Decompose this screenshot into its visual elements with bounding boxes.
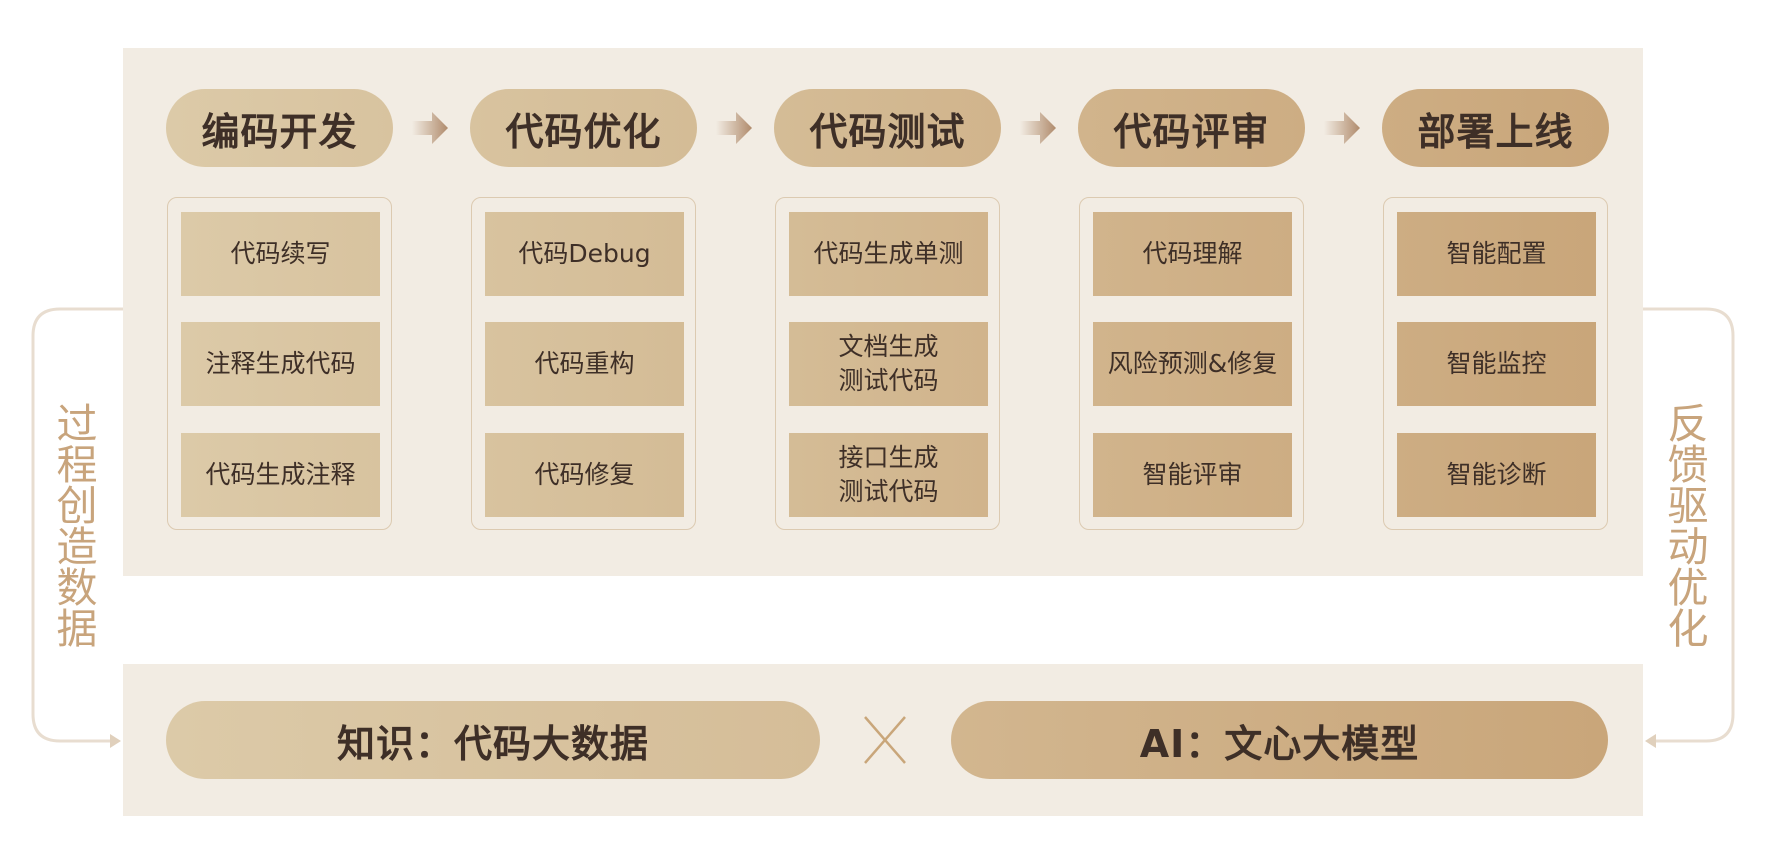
stage-item: 代码修复: [485, 433, 684, 517]
stage-item: 代码生成单测: [789, 212, 988, 296]
left-side-label: 过 程 创 造 数 据: [56, 400, 98, 653]
stage-item: 代码续写: [181, 212, 380, 296]
stage-item: 代码重构: [485, 322, 684, 406]
stage-title: 代码测试: [774, 89, 1001, 167]
stage-item: 智能配置: [1397, 212, 1596, 296]
cross-icon: [860, 712, 910, 768]
arrow-right-icon: [1018, 108, 1058, 148]
arrow-right-icon: [410, 108, 450, 148]
stage-box: 智能配置智能监控智能诊断: [1383, 197, 1608, 530]
stage-title: 代码评审: [1078, 89, 1305, 167]
stage-item: 智能监控: [1397, 322, 1596, 406]
left-loop-arrow-head-icon: [110, 734, 121, 748]
right-loop-arrow-head-icon: [1645, 734, 1656, 748]
stage-item: 文档生成 测试代码: [789, 322, 988, 406]
stage-item: 风险预测&修复: [1093, 322, 1292, 406]
left-loop-line: [31, 307, 123, 743]
right-loop-line: [1643, 307, 1735, 743]
stage-item: 注释生成代码: [181, 322, 380, 406]
right-side-label: 反 馈 驱 动 优 化: [1667, 400, 1709, 653]
stage-item: 代码理解: [1093, 212, 1292, 296]
stage-item: 智能诊断: [1397, 433, 1596, 517]
stage-box: 代码续写注释生成代码代码生成注释: [167, 197, 392, 530]
stage-box: 代码生成单测文档生成 测试代码接口生成 测试代码: [775, 197, 1000, 530]
stage-title: 代码优化: [470, 89, 697, 167]
stage-box: 代码Debug 代码重构代码修复: [471, 197, 696, 530]
stage-item: 代码Debug: [485, 212, 684, 296]
stage-item: 接口生成 测试代码: [789, 433, 988, 517]
stage-box: 代码理解风险预测&修复智能评审: [1079, 197, 1304, 530]
ai-model-pill: AI：文心大模型: [951, 701, 1608, 779]
knowledge-pill: 知识：代码大数据: [166, 701, 820, 779]
stage-item: 代码生成注释: [181, 433, 380, 517]
stage-item: 智能评审: [1093, 433, 1292, 517]
stage-title: 编码开发: [166, 89, 393, 167]
stage-title: 部署上线: [1382, 89, 1609, 167]
arrow-right-icon: [1322, 108, 1362, 148]
arrow-right-icon: [714, 108, 754, 148]
